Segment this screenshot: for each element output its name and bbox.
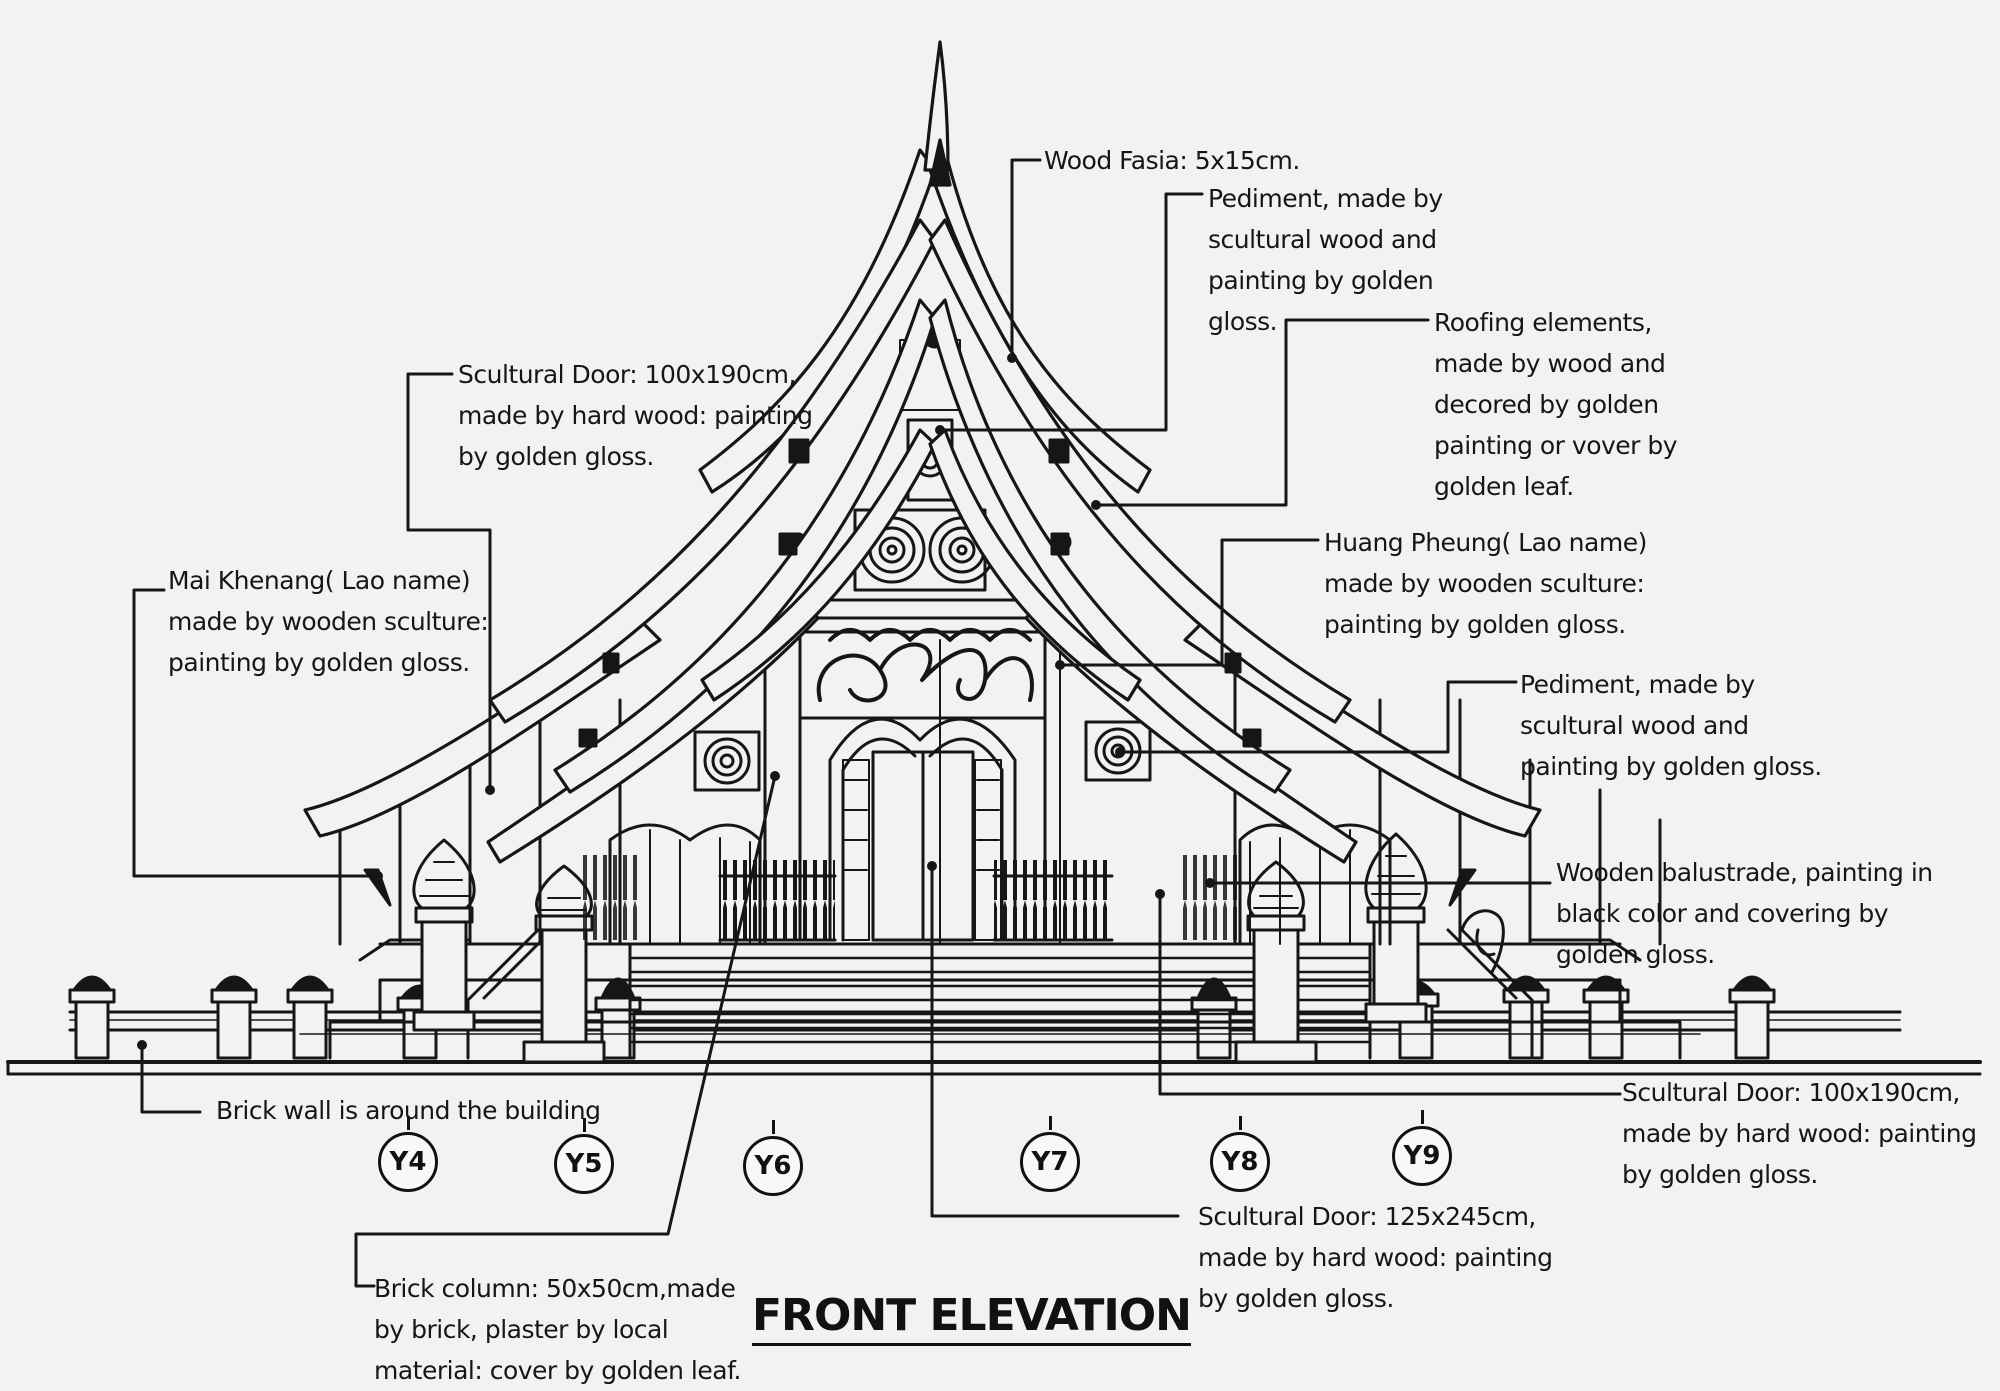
note-line: made by hard wood: painting <box>1198 1243 1553 1272</box>
note-line: Huang Pheung( Lao name) <box>1324 528 1647 557</box>
note-line: golden leaf. <box>1434 472 1574 501</box>
note-door-upper-left: Scultural Door: 100x190cm, made by hard … <box>458 354 813 477</box>
note-line: made by hard wood: painting <box>458 401 813 430</box>
grid-label-y9: Y9 <box>1392 1126 1452 1186</box>
note-brick-wall: Brick wall is around the building <box>216 1090 601 1131</box>
note-line: made by hard wood: painting <box>1622 1119 1977 1148</box>
note-line: gloss. <box>1208 307 1278 336</box>
note-pediment-top: Pediment, made by scultural wood and pai… <box>1208 178 1443 342</box>
note-line: painting or vover by <box>1434 431 1678 460</box>
eave-ornaments <box>578 438 1262 748</box>
note-line: painting by golden gloss. <box>1324 610 1626 639</box>
wooden-balustrade <box>580 855 1240 942</box>
note-line: painting by golden gloss. <box>1520 752 1822 781</box>
note-line: made by wooden sculture: <box>168 607 489 636</box>
note-line: Pediment, made by <box>1208 184 1443 213</box>
note-line: golden gloss. <box>1556 940 1715 969</box>
note-line: scultural wood and <box>1208 225 1437 254</box>
note-line: Wood Fasia: 5x15cm. <box>1044 146 1300 175</box>
note-pediment-mid: Pediment, made by scultural wood and pai… <box>1520 664 1822 787</box>
note-line: by golden gloss. <box>1198 1284 1394 1313</box>
grid-label-y8: Y8 <box>1210 1132 1270 1192</box>
note-wood-fascia: Wood Fasia: 5x15cm. <box>1044 140 1300 181</box>
note-roofing-elements: Roofing elements, made by wood and decor… <box>1434 302 1678 507</box>
note-balustrade: Wooden balustrade, painting in black col… <box>1556 852 1933 975</box>
note-line: scultural wood and <box>1520 711 1749 740</box>
grid-stem-y8 <box>1238 1116 1242 1130</box>
note-line: Scultural Door: 100x190cm, <box>1622 1078 1960 1107</box>
note-brick-column: Brick column: 50x50cm,made by brick, pla… <box>374 1268 742 1391</box>
grid-stem-y6 <box>771 1120 775 1134</box>
grid-label-y7: Y7 <box>1020 1132 1080 1192</box>
wall-posts <box>68 975 1776 1060</box>
note-line: black color and covering by <box>1556 899 1889 928</box>
note-line: by golden gloss. <box>1622 1160 1818 1189</box>
note-line: decored by golden <box>1434 390 1659 419</box>
note-line: Scultural Door: 100x190cm, <box>458 360 796 389</box>
note-line: made by wood and <box>1434 349 1666 378</box>
drawing-title: FRONT ELEVATION <box>752 1290 1192 1346</box>
note-line: Roofing elements, <box>1434 308 1652 337</box>
elephant-ornament <box>1460 909 1505 974</box>
note-main-door: Scultural Door: 125x245cm, made by hard … <box>1198 1196 1553 1319</box>
note-line: Brick column: 50x50cm,made <box>374 1274 736 1303</box>
note-line: Mai Khenang( Lao name) <box>168 566 471 595</box>
carved-lintel <box>798 616 1047 720</box>
note-line: painting by golden <box>1208 266 1434 295</box>
grid-stem-y5 <box>582 1118 586 1132</box>
grid-label-y6: Y6 <box>743 1136 803 1196</box>
note-door-lower-right: Scultural Door: 100x190cm, made by hard … <box>1622 1072 1977 1195</box>
ground-line <box>6 1060 1982 1076</box>
leader-lines <box>132 158 1622 1288</box>
note-line: Pediment, made by <box>1520 670 1755 699</box>
grid-label-y4: Y4 <box>378 1132 438 1192</box>
grid-stem-y9 <box>1420 1110 1424 1124</box>
leader-dots <box>137 353 1215 1050</box>
note-huang-pheung: Huang Pheung( Lao name) made by wooden s… <box>1324 522 1647 645</box>
note-line: Wooden balustrade, painting in <box>1556 858 1933 887</box>
grid-stem-y4 <box>406 1116 410 1130</box>
note-line: painting by golden gloss. <box>168 648 470 677</box>
grid-label-y5: Y5 <box>554 1134 614 1194</box>
note-line: by brick, plaster by local <box>374 1315 669 1344</box>
note-line: made by wooden sculture: <box>1324 569 1645 598</box>
note-line: material: cover by golden leaf. <box>374 1356 742 1385</box>
note-mai-khenang: Mai Khenang( Lao name) made by wooden sc… <box>168 560 489 683</box>
note-line: by golden gloss. <box>458 442 654 471</box>
main-door <box>828 717 1017 942</box>
note-line: Brick wall is around the building <box>216 1096 601 1125</box>
grid-stem-y7 <box>1048 1116 1052 1130</box>
note-line: Scultural Door: 125x245cm, <box>1198 1202 1536 1231</box>
